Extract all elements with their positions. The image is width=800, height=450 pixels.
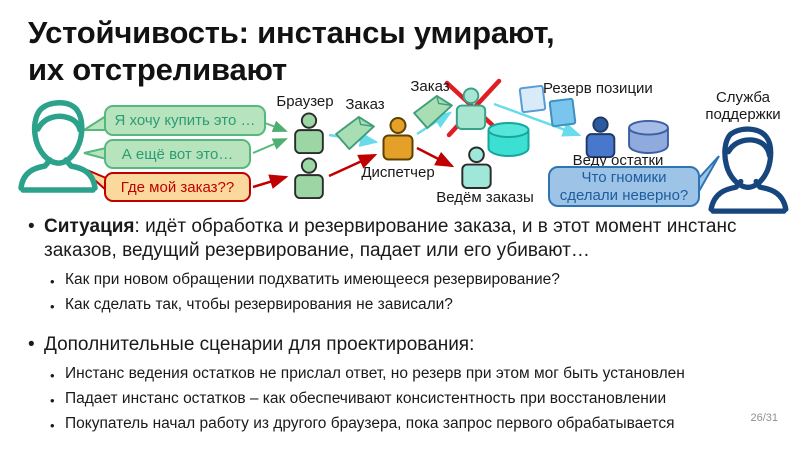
label-dispatcher: Диспетчер	[361, 164, 435, 181]
bullet-marker: •	[28, 216, 35, 237]
dispatcher-person-icon	[380, 115, 416, 162]
bullet-marker: •	[50, 393, 55, 408]
situation-sub-2-text: Как сделать так, чтобы резервирования не…	[65, 296, 453, 313]
label-support-line1: Служба	[715, 89, 771, 106]
additional-sub-3-text: Покупатель начал работу из другого брауз…	[65, 415, 675, 432]
bullet-marker: •	[50, 368, 55, 383]
order-document-icon-2	[411, 95, 455, 129]
stock-instance-person-icon	[583, 116, 618, 158]
speech-bubble-buy: Я хочу купить это …	[104, 105, 266, 136]
slide-body: • Ситуация: идёт обработка и резервирова…	[28, 215, 776, 437]
reserve-note-icon-2	[548, 97, 577, 128]
label-support-line2: поддержки	[705, 106, 781, 123]
bullet-additional-sub-3: • Покупатель начал работу из другого бра…	[50, 412, 776, 437]
orders-instance-person-icon	[458, 146, 495, 189]
situation-label: Ситуация	[44, 216, 135, 237]
label-orders-instance: Ведём заказы	[436, 189, 534, 206]
speech-bubble-gnomes: Что гномики сделали неверно?	[548, 166, 700, 207]
bullet-situation-sub-2: • Как сделать так, чтобы резервирования …	[50, 293, 776, 318]
label-reserve: Резерв позиции	[543, 80, 653, 97]
page-title: Устойчивость: инстансы умирают, их отстр…	[28, 14, 555, 88]
bullet-situation: • Ситуация: идёт обработка и резервирова…	[28, 215, 776, 263]
title-line-1: Устойчивость: инстансы умирают,	[28, 15, 555, 50]
speech-bubble-more-text: А ещё вот это…	[121, 145, 234, 163]
page-number: 26/31	[750, 412, 778, 424]
arrow-more-to-browser	[252, 138, 288, 154]
bullet-situation-sub-1: • Как при новом обращении подхватить име…	[50, 268, 776, 293]
label-browser: Браузер	[276, 93, 334, 110]
bullet-marker: •	[50, 299, 55, 314]
customer-person-icon	[14, 97, 102, 195]
browser-person-icon-2	[291, 157, 327, 199]
label-order-b: Заказ	[410, 78, 450, 95]
speech-bubble-gnomes-line2: сделали неверно?	[559, 186, 689, 204]
speech-bubble-where-is-order: Где мой заказ??	[104, 172, 251, 202]
bullet-marker: •	[50, 274, 55, 289]
label-order-a: Заказ	[345, 96, 385, 113]
additional-sub-1-text: Инстанс ведения остатков не прислал отве…	[65, 365, 685, 382]
arrow-where-to-browser	[252, 174, 289, 189]
support-person-icon	[701, 123, 794, 215]
additional-title-text: Дополнительные сценарии для проектирован…	[44, 334, 475, 355]
additional-sub-2-text: Падает инстанс остатков – как обеспечива…	[65, 390, 667, 407]
arrow-buy-to-browser	[264, 120, 288, 132]
situation-sub-1-text: Как при новом обращении подхватить имеющ…	[65, 271, 560, 288]
speech-bubble-gnomes-line1: Что гномики	[581, 168, 667, 186]
bullet-marker: •	[50, 418, 55, 433]
bullet-additional-sub-2: • Падает инстанс остатков – как обеспечи…	[50, 387, 776, 412]
speech-bubble-where-text: Где мой заказ??	[120, 178, 235, 196]
bullet-marker: •	[28, 334, 35, 355]
stock-database-icon	[627, 119, 670, 154]
browser-person-icon-1	[291, 112, 327, 154]
speech-bubble-buy-text: Я хочу купить это …	[114, 112, 256, 129]
label-stock: Веду остатки	[572, 152, 664, 169]
speech-bubble-more: А ещё вот это…	[104, 139, 251, 169]
situation-text: : идёт обработка и резервирование заказа…	[44, 216, 737, 261]
label-support: Служба поддержки	[693, 89, 793, 123]
title-line-2: их отстреливают	[28, 52, 287, 87]
order-document-icon-1	[335, 116, 375, 150]
bullet-additional-sub-1: • Инстанс ведения остатков не прислал от…	[50, 362, 776, 387]
bullet-additional: • Дополнительные сценарии для проектиров…	[28, 333, 776, 357]
